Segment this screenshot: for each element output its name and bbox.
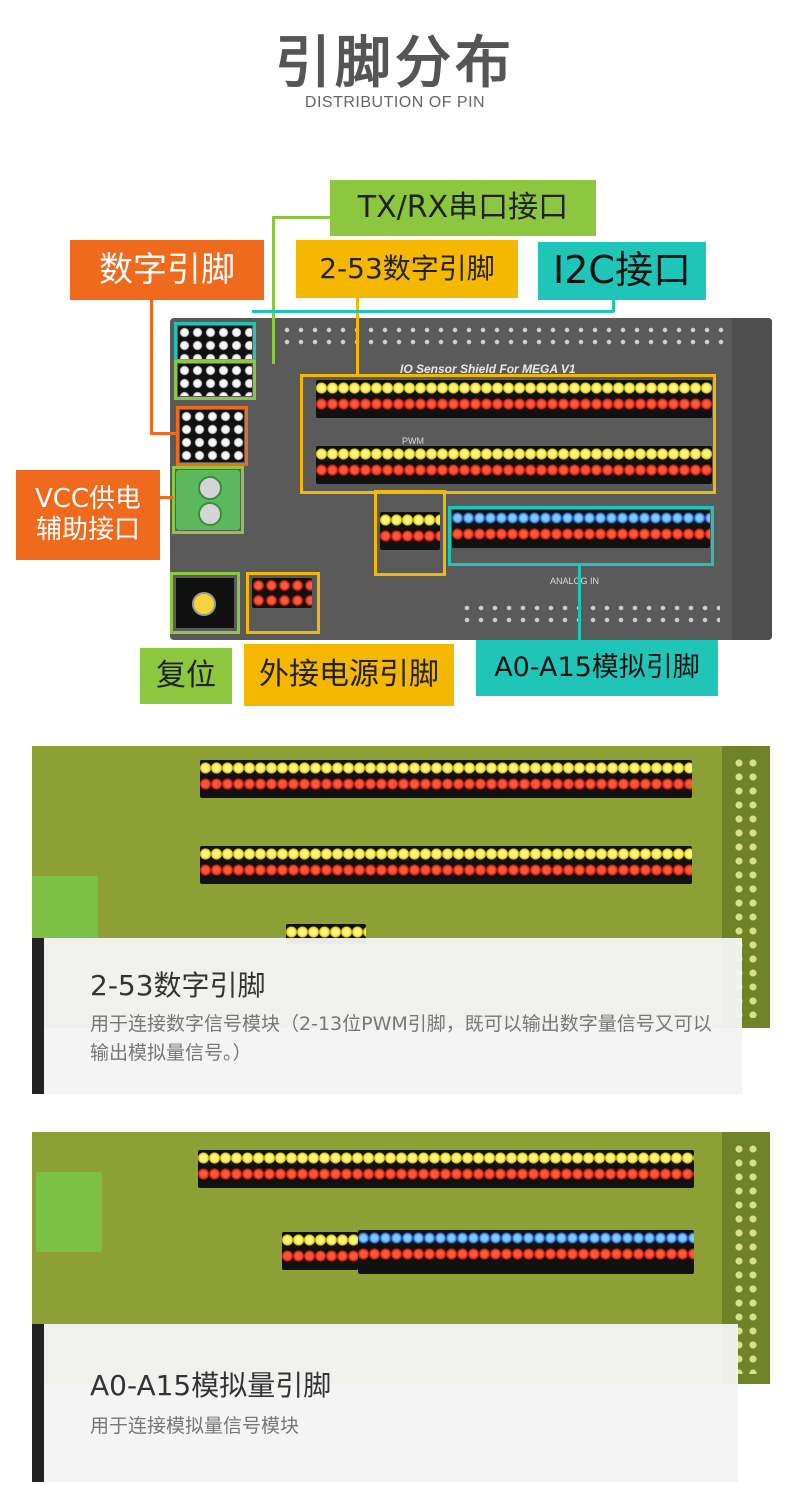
- digital-2-53-leader: [356, 298, 359, 376]
- digital-pin-header-top: [316, 380, 712, 418]
- ext-power-header: [252, 578, 312, 608]
- ext-power-tag: 外接电源引脚: [244, 644, 454, 706]
- vcc-frame: [172, 466, 244, 534]
- tx-rx-tag: TX/RX串口接口: [330, 180, 596, 236]
- page-title: 引脚分布: [275, 31, 515, 96]
- digital-2-53-frame-low: [374, 490, 446, 576]
- analog-pins-card: A0-A15模拟量引脚 用于连接模拟量信号模块: [32, 1324, 738, 1482]
- tx-rx-header: [178, 364, 252, 396]
- analog-pin-header: [452, 510, 710, 548]
- digital-small-frame: [176, 406, 248, 466]
- vcc-tag-line1: VCC供电: [34, 483, 142, 514]
- analog-frame: [448, 506, 714, 566]
- vcc-leader: [160, 496, 174, 499]
- analog-pins-card-title: A0-A15模拟量引脚: [90, 1369, 332, 1402]
- vcc-tag-line2: 辅助接口: [35, 515, 140, 545]
- digital-pin-header-low: [380, 512, 440, 550]
- tx-rx-leader-v: [272, 216, 275, 364]
- i2c-frame: [174, 322, 256, 362]
- digital-leader-h: [150, 432, 178, 435]
- digital-pin-header-mid: [316, 446, 712, 484]
- digital-tag: 数字引脚: [70, 240, 264, 300]
- digital-pins-card-title: 2-53数字引脚: [90, 969, 266, 1002]
- reset-frame: [170, 572, 240, 634]
- analog-in-silkscreen: ANALOG IN: [550, 576, 600, 586]
- digital-leader-v: [150, 300, 153, 434]
- i2c-leader-h: [252, 310, 614, 313]
- page-subtitle: DISTRIBUTION OF PIN: [304, 94, 486, 111]
- tx-rx-leader-h: [274, 216, 334, 219]
- tx-rx-frame: [174, 360, 256, 400]
- ext-power-frame: [246, 572, 320, 634]
- digital-2-53-frame: [300, 374, 716, 494]
- i2c-leader-v: [612, 290, 615, 312]
- digital-pins-card: 2-53数字引脚 用于连接数字信号模块（2-13位PWM引脚，既可以输出数字量信…: [32, 938, 742, 1094]
- pwm-silkscreen: PWM: [402, 436, 424, 446]
- reset-button: [176, 578, 234, 628]
- digital-2-53-tag: 2-53数字引脚: [296, 240, 518, 298]
- board-silkscreen-title: IO Sensor Shield For MEGA V1: [400, 362, 576, 376]
- vcc-terminal: [176, 470, 240, 530]
- digital-small-header: [180, 410, 244, 462]
- digital-pins-card-desc: 用于连接数字信号模块（2-13位PWM引脚，既可以输出数字量信号又可以输出模拟量…: [90, 1013, 712, 1065]
- analog-pins-card-desc: 用于连接模拟量信号模块: [90, 1415, 300, 1437]
- i2c-header: [178, 326, 252, 360]
- i2c-tag: I2C接口: [538, 242, 706, 300]
- reset-tag: 复位: [140, 648, 232, 704]
- vcc-tag: VCC供电 辅助接口: [16, 470, 160, 560]
- analog-tag: A0-A15模拟引脚: [476, 640, 718, 696]
- analog-leader: [578, 564, 581, 642]
